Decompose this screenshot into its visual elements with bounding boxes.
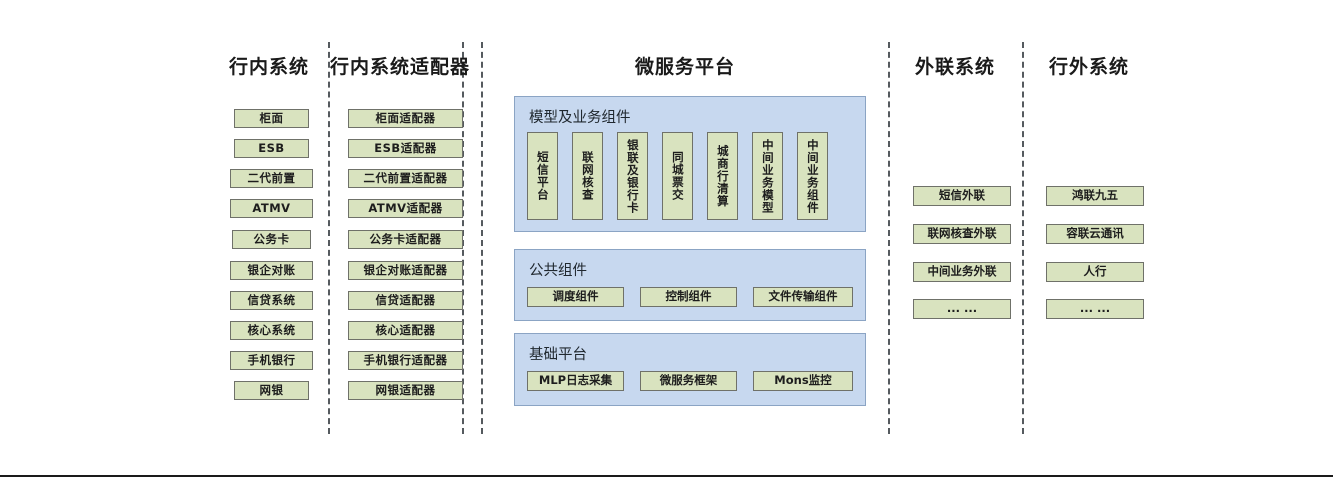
column-separator-5 — [1022, 42, 1024, 434]
node-inbank-2[interactable]: 二代前置 — [230, 169, 313, 188]
node-adapter-5[interactable]: 银企对账适配器 — [348, 261, 463, 280]
node-external-link-2[interactable]: 中间业务外联 — [913, 262, 1011, 282]
node-platform-model-6[interactable]: 中间业务组件 — [797, 132, 828, 220]
column-title-external-link: 外联系统 — [914, 56, 995, 78]
node-inbank-5[interactable]: 银企对账 — [230, 261, 313, 280]
panel-title-public-components: 公共组件 — [529, 263, 587, 279]
node-external-link-1[interactable]: 联网核查外联 — [913, 224, 1011, 244]
panel-public-components: 公共组件 — [514, 249, 866, 321]
node-platform-public-2[interactable]: 文件传输组件 — [753, 287, 853, 307]
node-platform-model-2[interactable]: 银联及银行卡 — [617, 132, 648, 220]
node-platform-model-3[interactable]: 同城票交 — [662, 132, 693, 220]
panel-base-platform: 基础平台 — [514, 333, 866, 406]
column-separator-1 — [328, 42, 330, 434]
node-adapter-0[interactable]: 柜面适配器 — [348, 109, 463, 128]
node-platform-public-1[interactable]: 控制组件 — [640, 287, 737, 307]
node-outbank-3[interactable]: ... ... — [1046, 299, 1144, 319]
node-external-link-0[interactable]: 短信外联 — [913, 186, 1011, 206]
node-adapter-1[interactable]: ESB适配器 — [348, 139, 463, 158]
column-separator-4 — [888, 42, 890, 434]
node-adapter-9[interactable]: 网银适配器 — [348, 381, 463, 400]
panel-title-base-platform: 基础平台 — [529, 347, 587, 363]
bottom-divider — [0, 475, 1333, 477]
node-inbank-3[interactable]: ATMV — [230, 199, 313, 218]
column-title-outbank: 行外系统 — [1048, 56, 1129, 78]
node-outbank-1[interactable]: 容联云通讯 — [1046, 224, 1144, 244]
node-adapter-2[interactable]: 二代前置适配器 — [348, 169, 463, 188]
node-external-link-3[interactable]: ... ... — [913, 299, 1011, 319]
column-title-inbank: 行内系统 — [228, 56, 309, 78]
node-platform-model-5[interactable]: 中间业务模型 — [752, 132, 783, 220]
node-adapter-6[interactable]: 信贷适配器 — [348, 291, 463, 310]
node-inbank-6[interactable]: 信贷系统 — [230, 291, 313, 310]
node-outbank-2[interactable]: 人行 — [1046, 262, 1144, 282]
node-adapter-8[interactable]: 手机银行适配器 — [348, 351, 463, 370]
node-adapter-4[interactable]: 公务卡适配器 — [348, 230, 463, 249]
column-title-adapters: 行内系统适配器 — [330, 56, 471, 78]
node-inbank-8[interactable]: 手机银行 — [230, 351, 313, 370]
node-adapter-3[interactable]: ATMV适配器 — [348, 199, 463, 218]
node-platform-model-1[interactable]: 联网核查 — [572, 132, 603, 220]
node-inbank-1[interactable]: ESB — [234, 139, 309, 158]
node-platform-model-4[interactable]: 城商行清算 — [707, 132, 738, 220]
node-platform-public-0[interactable]: 调度组件 — [527, 287, 624, 307]
node-platform-base-2[interactable]: Mons监控 — [753, 371, 853, 391]
node-inbank-4[interactable]: 公务卡 — [232, 230, 311, 249]
node-platform-base-1[interactable]: 微服务框架 — [640, 371, 737, 391]
column-separator-3 — [481, 42, 483, 434]
node-platform-model-0[interactable]: 短信平台 — [527, 132, 558, 220]
panel-title-model-business-components: 模型及业务组件 — [529, 110, 631, 126]
node-platform-base-0[interactable]: MLP日志采集 — [527, 371, 624, 391]
node-inbank-7[interactable]: 核心系统 — [230, 321, 313, 340]
column-separator-2 — [462, 42, 464, 434]
node-inbank-0[interactable]: 柜面 — [234, 109, 309, 128]
node-inbank-9[interactable]: 网银 — [234, 381, 309, 400]
node-adapter-7[interactable]: 核心适配器 — [348, 321, 463, 340]
column-title-platform: 微服务平台 — [634, 56, 735, 78]
node-outbank-0[interactable]: 鸿联九五 — [1046, 186, 1144, 206]
